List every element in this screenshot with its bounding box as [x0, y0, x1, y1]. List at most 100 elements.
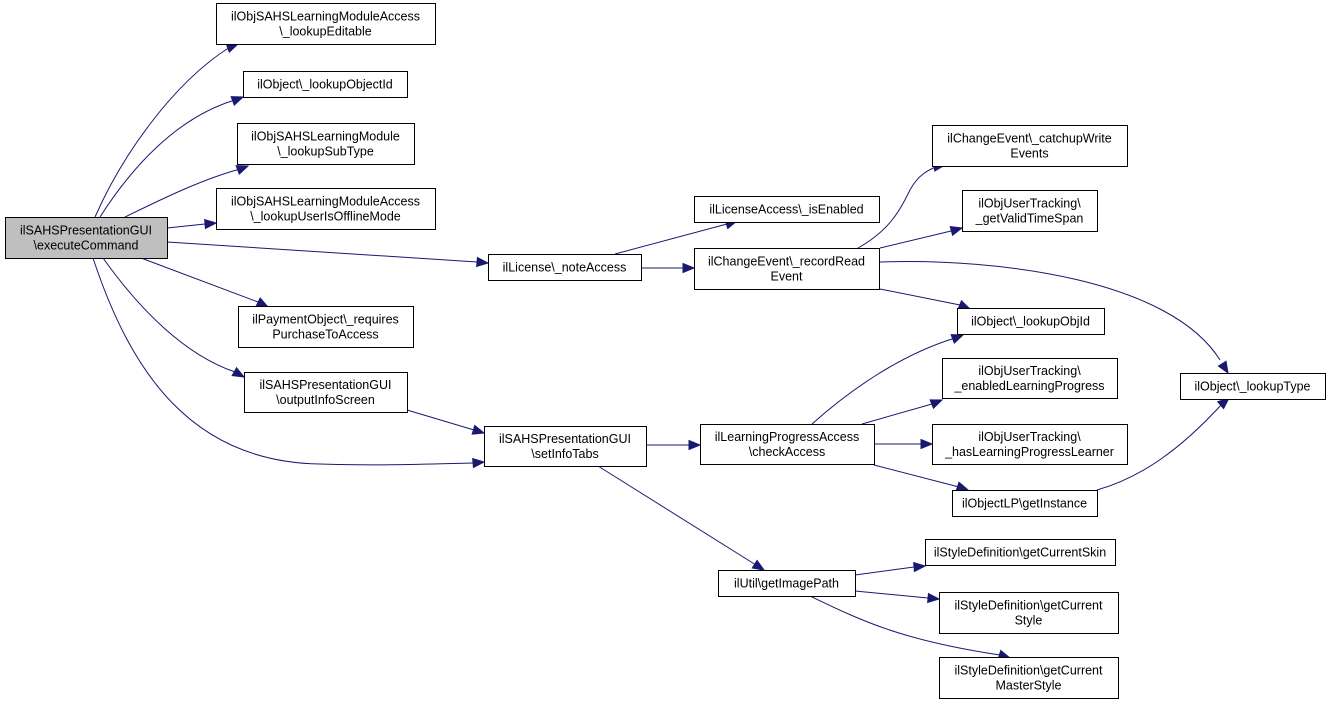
node-label: ilChangeEvent\_recordRead	[708, 255, 865, 269]
node-box[interactable]	[238, 306, 414, 348]
node-getCurrentSkin[interactable]: ilStyleDefinition\getCurrentSkin	[925, 539, 1116, 566]
node-lookupType[interactable]: ilObject\_lookupType	[1180, 373, 1326, 400]
node-box[interactable]	[942, 358, 1118, 399]
edge-root-to-lookupObjectId	[99, 96, 245, 218]
node-getValidTimeSpan[interactable]: ilObjUserTracking\_getValidTimeSpan	[962, 190, 1098, 232]
node-label: ilStyleDefinition\getCurrentSkin	[934, 546, 1106, 560]
arrowhead-icon	[230, 96, 245, 106]
edge-line	[811, 337, 956, 425]
node-box[interactable]	[5, 217, 168, 259]
node-box[interactable]	[484, 426, 647, 467]
node-noteAccess[interactable]: ilLicense\_noteAccess	[488, 254, 642, 281]
edge-root-to-lookupUserIsOfflineMode	[166, 218, 218, 230]
edge-line	[124, 168, 241, 218]
node-label: Style	[1015, 614, 1043, 628]
edge-line	[857, 165, 939, 249]
node-label: \checkAccess	[749, 445, 825, 459]
node-lookupUserIsOfflineMode[interactable]: ilObjSAHSLearningModuleAccess\_lookupUse…	[216, 188, 436, 230]
node-enabledLP[interactable]: ilObjUserTracking\_enabledLearningProgre…	[942, 358, 1118, 399]
node-lookupObjectId[interactable]: ilObject\_lookupObjectId	[243, 71, 408, 98]
arrowhead-icon	[476, 256, 490, 268]
node-lookupSubType[interactable]: ilObjSAHSLearningModule\_lookupSubType	[237, 123, 415, 165]
edge-line	[92, 257, 474, 466]
arrowhead-icon	[682, 262, 696, 274]
node-box[interactable]	[939, 657, 1119, 699]
edge-getImagePath-to-getCurrentStyle	[854, 590, 941, 604]
edge-noteAccess-to-recordReadEvent	[641, 262, 696, 274]
node-label: PurchaseToAccess	[272, 328, 378, 342]
edge-root-to-lookupSubType	[124, 165, 250, 218]
node-outputInfoScreen[interactable]: ilSAHSPresentationGUI\outputInfoScreen	[244, 372, 408, 413]
node-box[interactable]	[1180, 373, 1326, 400]
node-box[interactable]	[718, 570, 856, 597]
edge-setInfoTabs-to-getImagePath	[597, 465, 766, 571]
edge-line	[102, 257, 236, 373]
edge-root-to-outputInfoScreen	[102, 257, 246, 378]
arrowhead-icon	[949, 225, 964, 237]
arrowhead-icon	[472, 457, 486, 469]
node-box[interactable]	[243, 71, 408, 98]
node-label: _hasLearningProgressLearner	[944, 445, 1114, 459]
edge-checkAccess-to-enabledLP	[861, 399, 944, 425]
edge-line	[879, 288, 961, 306]
edge-getImagePath-to-getCurrentSkin	[854, 561, 927, 576]
edge-line	[879, 230, 952, 249]
arrowhead-icon	[231, 366, 246, 378]
node-label: ilLicenseAccess\_isEnabled	[709, 203, 863, 217]
arrowhead-icon	[913, 561, 927, 573]
node-box[interactable]	[925, 539, 1116, 566]
node-box[interactable]	[962, 190, 1098, 232]
node-checkAccess[interactable]: ilLearningProgressAccess\checkAccess	[700, 424, 875, 465]
arrowhead-icon	[950, 334, 965, 344]
node-box[interactable]	[244, 372, 408, 413]
node-box[interactable]	[700, 424, 875, 465]
node-isEnabled[interactable]: ilLicenseAccess\_isEnabled	[694, 196, 880, 223]
node-box[interactable]	[488, 254, 642, 281]
node-label: ilLearningProgressAccess	[715, 430, 860, 444]
node-hasLPLearner[interactable]: ilObjUserTracking\_hasLearningProgressLe…	[932, 424, 1128, 465]
arrowhead-icon	[255, 297, 270, 308]
node-getInstance[interactable]: ilObjectLP\getInstance	[952, 490, 1098, 517]
edge-outputInfoScreen-to-setInfoTabs	[406, 409, 486, 435]
edge-line	[879, 261, 1221, 361]
node-box[interactable]	[932, 424, 1128, 465]
node-lookupEditable[interactable]: ilObjSAHSLearningModuleAccess\_lookupEdi…	[216, 3, 436, 45]
node-label: ilObject\_lookupObjId	[971, 315, 1090, 329]
node-box[interactable]	[694, 196, 880, 223]
edge-line	[1096, 403, 1223, 491]
node-label: ilObjSAHSLearningModule	[251, 130, 400, 144]
node-root[interactable]: ilSAHSPresentationGUI\executeCommand	[5, 217, 168, 259]
arrowhead-icon	[929, 399, 944, 410]
node-label: ilStyleDefinition\getCurrent	[955, 599, 1104, 613]
node-label: ilStyleDefinition\getCurrent	[955, 664, 1104, 678]
node-box[interactable]	[216, 3, 436, 45]
node-lookupObjId[interactable]: ilObject\_lookupObjId	[957, 308, 1105, 335]
arrowhead-icon	[955, 481, 970, 492]
node-box[interactable]	[932, 125, 1128, 167]
edge-line	[854, 590, 929, 599]
edge-line	[94, 46, 231, 218]
edge-line	[854, 566, 915, 576]
node-box[interactable]	[957, 308, 1105, 335]
node-requiresPurchase[interactable]: ilPaymentObject\_requiresPurchaseToAcces…	[238, 306, 414, 348]
node-setInfoTabs[interactable]: ilSAHSPresentationGUI\setInfoTabs	[484, 426, 647, 467]
node-label: ilObjectLP\getInstance	[962, 497, 1087, 511]
edge-line	[861, 403, 933, 425]
edge-line	[166, 241, 478, 263]
node-label: _getValidTimeSpan	[975, 212, 1084, 226]
node-box[interactable]	[216, 188, 436, 230]
node-label: \_lookupSubType	[277, 145, 374, 159]
edge-root-to-setInfoTabs	[92, 257, 486, 469]
node-box[interactable]	[939, 592, 1119, 634]
node-box[interactable]	[952, 490, 1098, 517]
node-box[interactable]	[694, 248, 880, 290]
node-box[interactable]	[237, 123, 415, 165]
edge-setInfoTabs-to-checkAccess	[646, 439, 702, 451]
node-getImagePath[interactable]: ilUtil\getImagePath	[718, 570, 856, 597]
edge-root-to-noteAccess	[166, 241, 490, 268]
edge-recordReadEvent-to-lookupType	[879, 261, 1229, 375]
